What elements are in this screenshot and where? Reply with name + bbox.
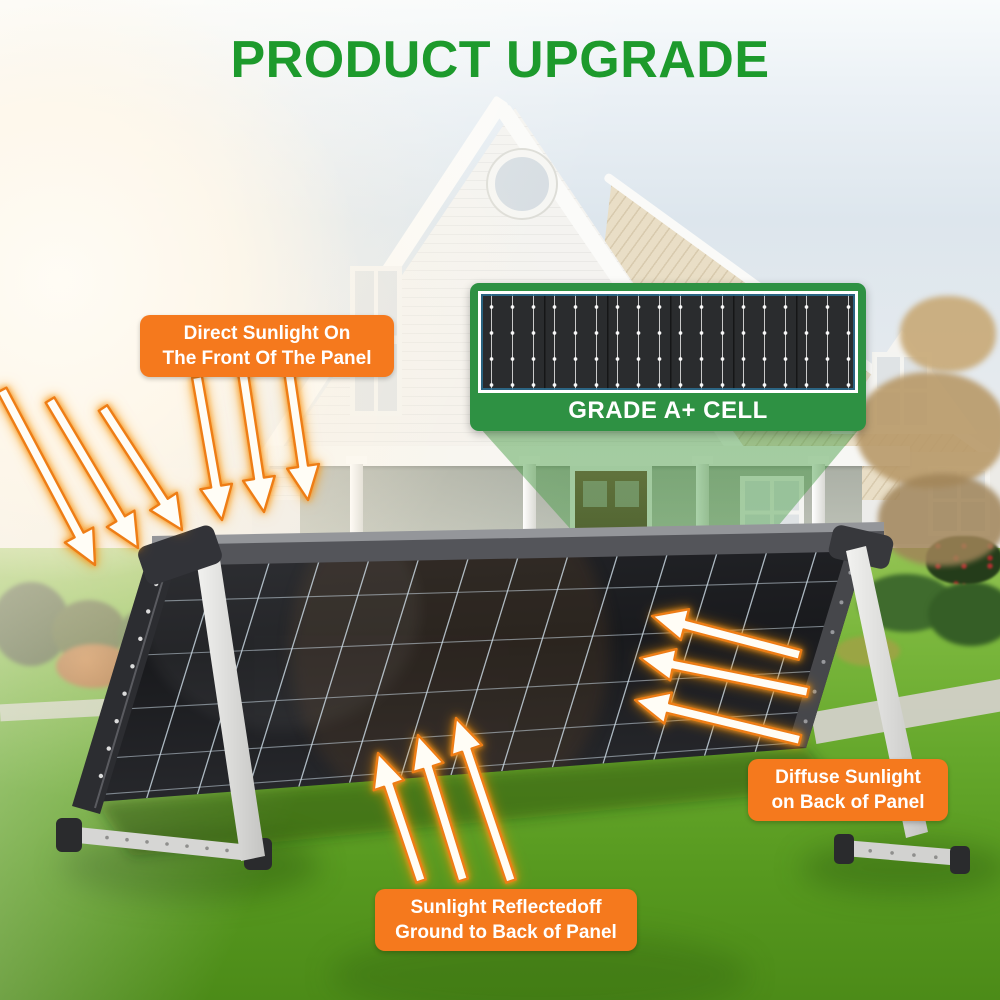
autumn-tree: [900, 296, 996, 372]
callout-line: The Front Of The Panel: [162, 348, 372, 370]
inset-cell-image: [478, 291, 858, 393]
callout-line: Diffuse Sunlight: [775, 767, 921, 788]
callout-diffuse-sunlight: Diffuse Sunlight on Back of Panel: [748, 759, 948, 822]
gable-round-window: [488, 150, 556, 218]
callout-line: Ground to Back of Panel: [395, 922, 617, 944]
autumn-tree: [878, 474, 1000, 566]
bush: [118, 608, 180, 660]
orange-bush: [56, 644, 132, 688]
callout-line: Direct Sunlight On: [183, 323, 351, 344]
inset-cell-label: GRADE A+ CELL: [568, 397, 768, 424]
page-title: PRODUCT UPGRADE: [230, 31, 770, 89]
callout-reflected-sunlight: Sunlight Reflectedoff Ground to Back of …: [375, 889, 637, 952]
grass-tuft: [836, 636, 900, 666]
autumn-tree: [856, 372, 1000, 488]
callout-line: on Back of Panel: [771, 792, 925, 814]
porch-column: [350, 462, 363, 558]
ground-shadow: [60, 830, 320, 900]
callout-line: Sunlight Reflectedoff: [410, 897, 602, 918]
inset-cell-box: GRADE A+ CELL: [470, 283, 866, 431]
ground-shadow: [800, 840, 1000, 895]
callout-direct-sunlight: Direct Sunlight On The Front Of The Pane…: [140, 315, 394, 378]
column-capital: [346, 456, 367, 464]
